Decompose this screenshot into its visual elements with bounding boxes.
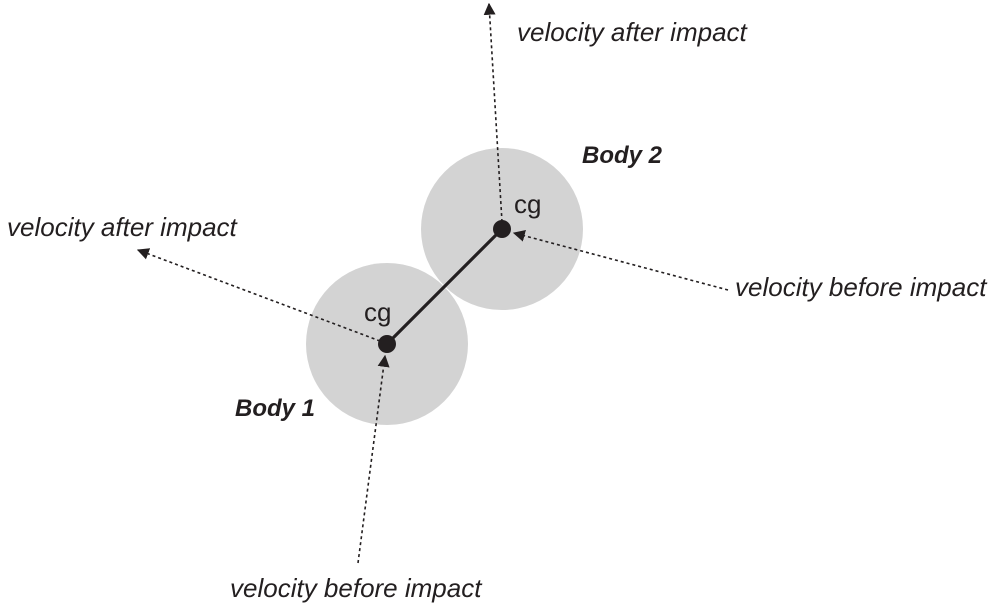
body-2-before-label: velocity before impact	[735, 272, 988, 302]
body-2-before-arrow	[512, 229, 729, 291]
body-2-cg-label: cg	[514, 189, 541, 219]
body-1-after-label: velocity after impact	[7, 212, 239, 242]
body-2-after-label: velocity after impact	[517, 17, 749, 47]
body-2-cg-dot	[493, 220, 511, 238]
body-1-before-label: velocity before impact	[230, 573, 483, 603]
body-2-after-arrow	[483, 2, 503, 223]
body-1-label: Body 1	[235, 395, 315, 422]
body-2-label: Body 2	[582, 142, 663, 169]
cg-connector-line	[385, 227, 504, 346]
body-1-cg-label: cg	[364, 297, 391, 327]
body-1-after-arrow	[136, 248, 381, 342]
body-1-before-arrow	[357, 354, 390, 564]
body-1-cg-dot	[378, 335, 396, 353]
